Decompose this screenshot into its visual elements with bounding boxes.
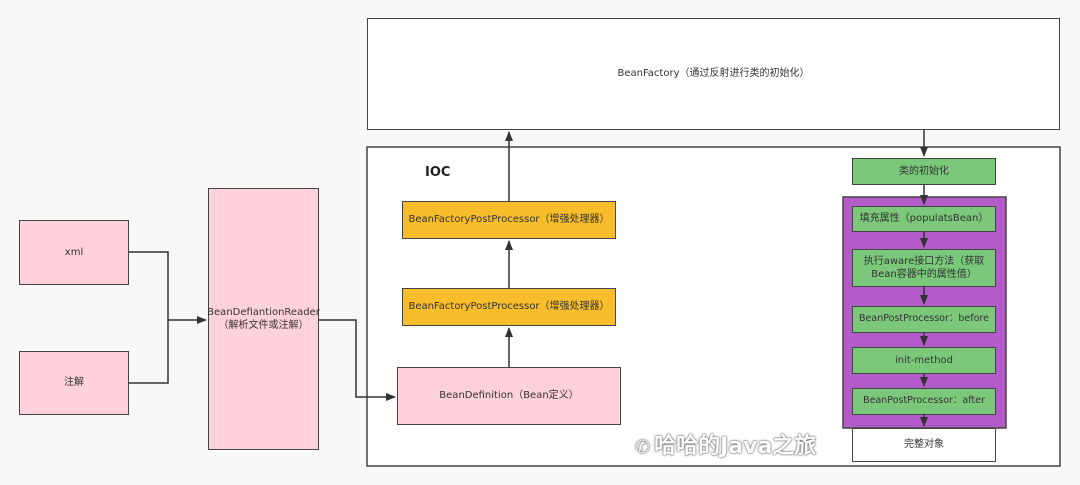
wechat-icon: ✆ (635, 437, 651, 458)
bfpp-top-node: BeanFactoryPostProcessor（增强处理器） (402, 201, 616, 239)
watermark-text: 哈哈的Java之旅 (654, 434, 817, 459)
bpp-after-node: BeanPostProcessor：after (852, 388, 996, 415)
arrow-xml-to-reader (129, 251, 207, 324)
ioc-label: IOC (425, 165, 451, 180)
bean-factory-node: BeanFactory（通过反射进行类的初始化） (367, 18, 1060, 130)
arrow-annotation-to-reader (129, 320, 169, 384)
bfpp-bottom-node: BeanFactoryPostProcessor（增强处理器） (402, 288, 616, 326)
arrow-reader-to-definition (319, 319, 396, 401)
watermark: ✆哈哈的Java之旅 (635, 428, 816, 460)
aware-node: 执行aware接口方法（获取Bean容器中的属性值） (852, 249, 996, 287)
class-init-node: 类的初始化 (852, 158, 996, 185)
bean-definition-node: BeanDefinition（Bean定义） (397, 367, 621, 425)
annotation-node: 注解 (19, 351, 129, 415)
populate-node: 填充属性（populatsBean） (852, 206, 996, 232)
bpp-before-node: BeanPostProcessor：before (852, 306, 996, 333)
complete-object-node: 完整对象 (852, 428, 996, 462)
bean-definition-reader-node: BeanDefiantionReader（解析文件或注解） (207, 188, 320, 450)
xml-node: xml (19, 220, 129, 285)
init-method-node: init-method (852, 347, 996, 374)
